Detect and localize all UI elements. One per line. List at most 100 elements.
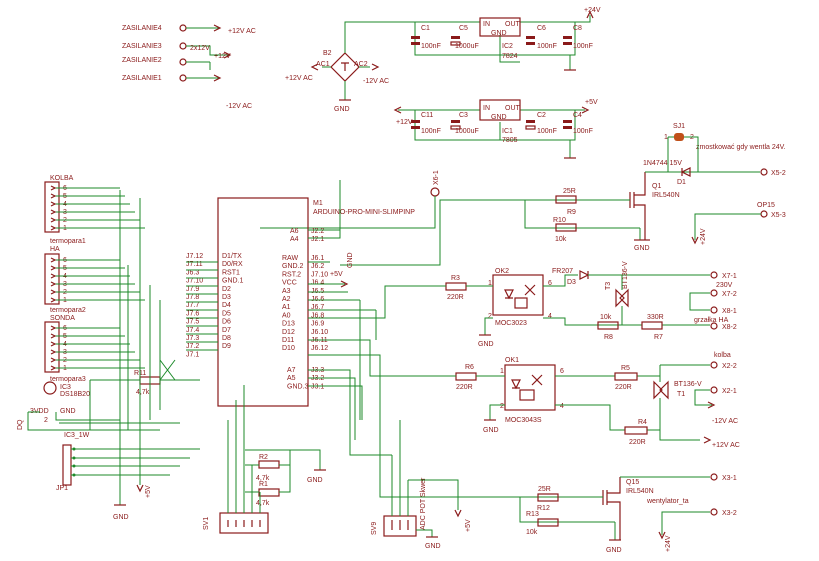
x7-1-terminal-icon (710, 271, 718, 279)
x2-1-label: X2-1 (722, 388, 737, 395)
t3-type: BT136-V (622, 261, 629, 289)
r12-name: R12 (537, 505, 550, 512)
kolba-label: KOLBA (50, 175, 74, 182)
q1-name: Q1 (652, 183, 661, 190)
x8-2-terminal-icon (710, 322, 718, 330)
arduino-right-int-pin: RAW (282, 255, 298, 262)
c1-name: C1 (421, 25, 430, 32)
arduino-right-ext-pin: J6.7 (311, 304, 324, 311)
arduino-bottom-int-pin: A5 (287, 375, 296, 382)
ok1-type: MOC3043S (505, 417, 542, 424)
r13-value: 10k (526, 529, 538, 536)
ic3-gnd-pin: 2 (44, 417, 48, 424)
zasilanie1-label: ZASILANIE1 (122, 75, 162, 82)
mosfet-icon (602, 477, 621, 540)
r4-body (624, 426, 648, 435)
termopara3-label: termopara3 (50, 376, 86, 383)
pin-arrow-icon (50, 265, 57, 271)
ok1-gnd-label: GND (483, 427, 499, 434)
b2-ac2-label: AC2 (354, 61, 368, 68)
ok1-pin2: 2 (500, 403, 504, 410)
ic2-type-label: 7824 (502, 53, 518, 60)
sj1-note: zmostkować gdy wentla 24V. (696, 144, 786, 151)
arduino-left-ext-pin: J7.4 (186, 327, 199, 334)
pin-arrow-icon (50, 273, 57, 279)
sv9-note: ADC POT Skwer (420, 477, 427, 530)
c1-cap-icon (411, 36, 420, 39)
x7-2-terminal-icon (710, 289, 718, 297)
x2-m12-label: -12V AC (712, 418, 738, 425)
r8-value: 10k (600, 314, 612, 321)
c8-name: C8 (573, 25, 582, 32)
ic2-name-label: IC2 (502, 43, 513, 50)
c2-cap-icon (526, 120, 535, 123)
arduino-right-int-pin: A1 (282, 304, 291, 311)
c4-name: C4 (573, 112, 582, 119)
arduino-a4: A4 (290, 236, 299, 243)
t3-name: T3 (605, 282, 612, 290)
r3-value: 220R (447, 294, 464, 301)
r5-body (614, 372, 638, 381)
ds18b20-icon (43, 381, 57, 395)
b2-p12-label: +12V AC (285, 75, 313, 82)
ic1-name-label: IC1 (502, 128, 513, 135)
pin-arrow-icon (50, 365, 57, 371)
c6-cap-icon (526, 36, 535, 39)
c5-name: C5 (459, 25, 468, 32)
p24v-out-label: +24V (584, 7, 601, 14)
c5-cap-icon (451, 36, 460, 39)
zas4-terminal-icon (179, 24, 187, 32)
sv9-p5v-label: +5V (465, 519, 472, 532)
r10-value: 10k (555, 236, 567, 243)
arduino-left-ext-pin: J6.3 (186, 269, 199, 276)
r4-value: 220R (629, 439, 646, 446)
arduino-right-ext-pin: J6.12 (311, 345, 328, 352)
sv9-header: SV9 ADC POT Skwer +5V GND (308, 369, 472, 550)
ic3-gnd-label: GND (60, 408, 76, 415)
r9-name: R9 (567, 209, 576, 216)
arduino-pro-mini: M1 ARDUINO-PRO-MINI-SLIMPINP A6 A4 J2.2 … (186, 180, 415, 407)
arduino-left-int-pin: D9 (222, 343, 231, 350)
arduino-left-ext-pin: J7.5 (186, 319, 199, 326)
arduino-bottom-int-pin: A7 (287, 367, 296, 374)
pin-arrow-icon (50, 349, 57, 355)
c11-name: C11 (421, 112, 433, 119)
x7-230v-label: 230V (716, 282, 733, 289)
arduino-left-ext-pin: J7.3 (186, 335, 199, 342)
power-input-connectors: ZASILANIE4 ZASILANIE3 ZASILANIE2 ZASILAN… (122, 24, 256, 110)
c3-value: 1000uF (455, 128, 479, 135)
sv1-label: SV1 (203, 517, 210, 530)
mid-p12v-label: +12V (396, 119, 413, 126)
x8-1-label: X8-1 (722, 308, 737, 315)
arduino-right-int-pin: VCC (282, 280, 297, 287)
termopara1-sub: HA (50, 246, 60, 253)
x2-p12-label: +12V AC (712, 442, 740, 449)
r13-name: R13 (526, 511, 539, 518)
arduino-right-ext-pin: J6.4 (311, 280, 324, 287)
r7-name: R7 (654, 334, 663, 341)
fan-driver-q1: SJ1 1 2 zmostkować gdy wentla 24V. 1N474… (340, 123, 786, 266)
ok2-pin1: 1 (488, 280, 492, 287)
pin-arrow-icon (50, 289, 57, 295)
arduino-left-ext-pin: J7.12 (186, 253, 203, 260)
arduino-left-int-pin: D2 (222, 286, 231, 293)
arduino-right-ext-pin: J6.8 (311, 312, 324, 319)
arduino-right-int-pin: D11 (282, 337, 294, 344)
x5-2-label: X5-2 (771, 170, 786, 177)
d1-type-label: 1N4744 15V (643, 160, 682, 167)
arduino-left-ext-pin: J7.9 (186, 286, 199, 293)
ok1-body (504, 364, 556, 411)
x3-p24v-label: +24V (665, 535, 672, 552)
arduino-right-ext-pin: J6.1 (311, 255, 324, 262)
b2-ac1-label: AC1 (316, 61, 330, 68)
arduino-bottom-ext-pin: J3.2 (311, 375, 324, 382)
arduino-left-int-pin: D1/TX (222, 253, 242, 260)
sv9-label: SV9 (371, 522, 378, 535)
r5-value: 220R (615, 384, 632, 391)
fr207-label: FR207 (552, 268, 573, 275)
arduino-right-int-pin: A3 (282, 288, 291, 295)
pin-arrow-icon (50, 185, 57, 191)
arduino-right-ext-pin: J6.10 (311, 329, 328, 336)
